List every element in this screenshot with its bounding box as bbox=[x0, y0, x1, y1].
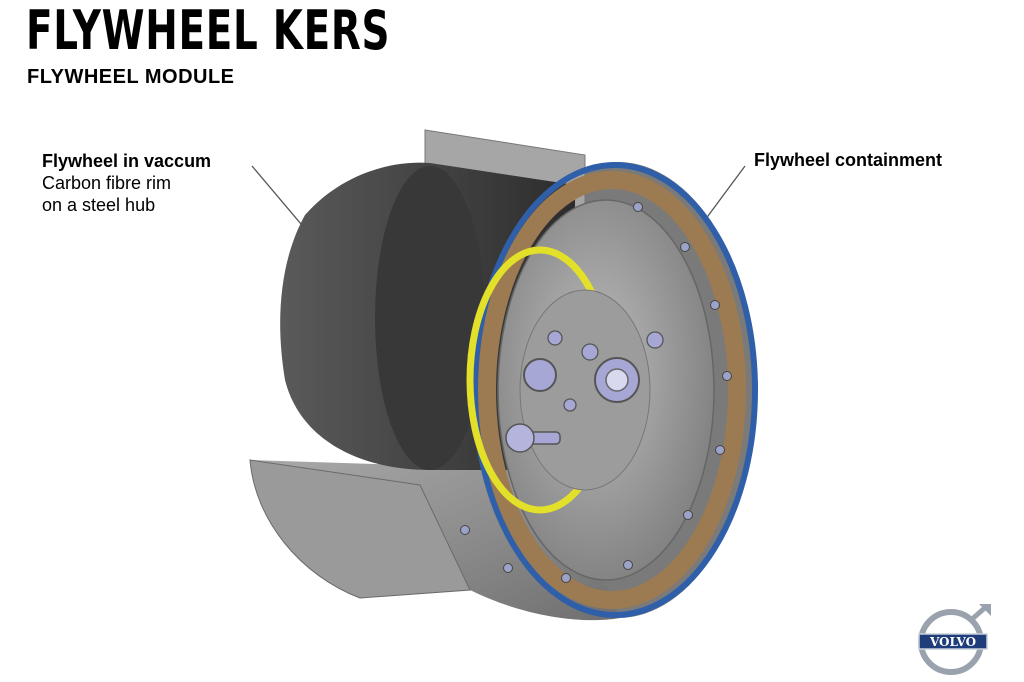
volvo-logo-icon: VOLVO bbox=[918, 604, 991, 675]
main-title: FLYWHEEL KERS bbox=[26, 0, 391, 62]
callout-left-heading: Flywheel in vaccum bbox=[42, 151, 212, 171]
bolt-hub-4 bbox=[563, 398, 577, 412]
callout-left-line1: Carbon fibre rim bbox=[42, 173, 172, 193]
bolt-hub-3 bbox=[547, 330, 563, 346]
blue-seal-ring bbox=[472, 162, 758, 618]
callout-flywheel-containment: Flywheel containment bbox=[754, 149, 942, 171]
bearing-left bbox=[523, 358, 557, 392]
logo-text: VOLVO bbox=[929, 635, 976, 649]
callout-left-line2: on a steel hub bbox=[42, 195, 156, 215]
leader-line-right bbox=[704, 165, 746, 221]
bolt-hub-2 bbox=[581, 343, 599, 361]
bolt-hub-1 bbox=[646, 331, 664, 349]
callout-flywheel-in-vacuum: Flywheel in vaccum Carbon fibre rim on a… bbox=[42, 150, 211, 216]
subtitle: FLYWHEEL MODULE bbox=[27, 66, 235, 88]
callout-right-heading: Flywheel containment bbox=[754, 150, 943, 170]
perimeter-bolts bbox=[460, 202, 732, 583]
bronze-containment-ring bbox=[478, 171, 746, 609]
hub-components bbox=[505, 330, 664, 453]
